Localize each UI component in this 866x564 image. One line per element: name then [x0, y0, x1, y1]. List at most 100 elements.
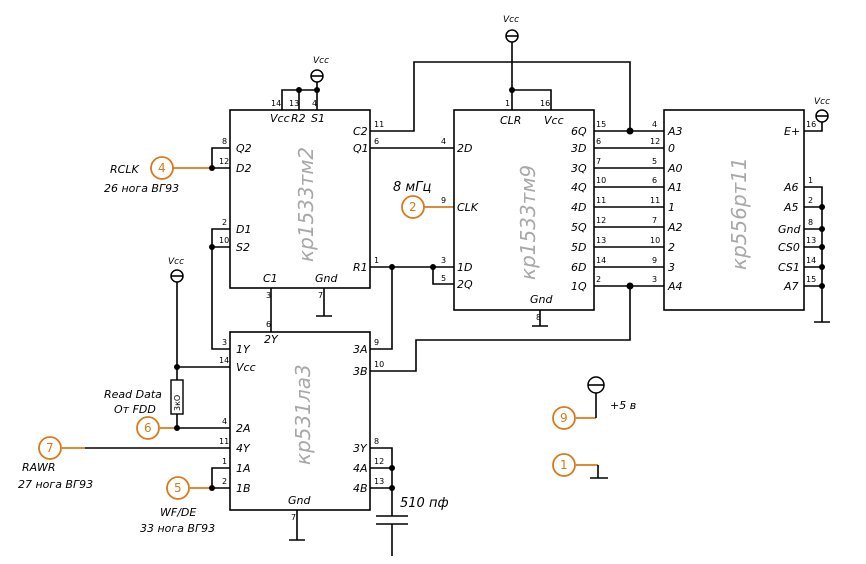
svg-text:8: 8: [536, 313, 541, 322]
svg-text:CLK: CLK: [457, 201, 479, 214]
svg-text:5Q: 5Q: [571, 221, 587, 234]
connector-7: 7: [38, 436, 62, 460]
svg-text:3: 3: [266, 291, 271, 300]
connector-6: 6: [136, 416, 160, 440]
label-rclk: RCLK: [110, 163, 139, 176]
vcc-rt11: Vcc: [814, 97, 830, 123]
svg-text:D1: D1: [236, 223, 251, 236]
svg-text:4: 4: [652, 120, 657, 129]
connector-5: 5: [166, 476, 190, 500]
vcc-label-tm2: Vcc: [313, 56, 329, 66]
svg-text:14: 14: [596, 256, 606, 265]
svg-text:4: 4: [441, 137, 446, 146]
svg-text:9: 9: [652, 256, 657, 265]
svg-text:7: 7: [291, 513, 296, 522]
svg-text:A3: A3: [667, 125, 683, 138]
svg-text:C2: C2: [353, 125, 368, 138]
svg-text:2Y: 2Y: [264, 333, 279, 346]
svg-text:11: 11: [374, 120, 384, 129]
svg-text:14: 14: [806, 256, 816, 265]
svg-text:Q2: Q2: [236, 142, 252, 155]
svg-text:8: 8: [374, 437, 379, 446]
svg-text:4D: 4D: [571, 201, 586, 214]
chip-name-tm2: кр1533тм2: [294, 147, 318, 262]
svg-text:11: 11: [650, 196, 660, 205]
svg-text:2: 2: [222, 477, 227, 486]
svg-text:3Y: 3Y: [353, 442, 368, 455]
connector-1: 1: [552, 453, 576, 477]
svg-text:5D: 5D: [571, 241, 586, 254]
svg-text:C1: C1: [263, 272, 278, 285]
vcc-label-tm9: Vcc: [503, 15, 519, 25]
svg-text:R1: R1: [353, 261, 368, 274]
svg-text:1A: 1A: [236, 462, 251, 475]
svg-text:4: 4: [312, 99, 317, 108]
svg-text:13: 13: [374, 477, 384, 486]
svg-text:6: 6: [374, 137, 379, 146]
svg-text:CLR: CLR: [500, 114, 521, 127]
svg-text:Gnd: Gnd: [778, 223, 801, 236]
svg-text:1Y: 1Y: [236, 343, 251, 356]
svg-text:7: 7: [652, 216, 657, 225]
svg-text:9: 9: [374, 338, 379, 347]
chip-name-rt11: кр556рт11: [727, 157, 751, 270]
svg-text:Gnd: Gnd: [315, 272, 338, 285]
svg-text:1: 1: [505, 99, 510, 108]
svg-text:15: 15: [806, 275, 816, 284]
svg-text:9: 9: [441, 196, 446, 205]
svg-text:12: 12: [219, 157, 229, 166]
svg-text:6: 6: [652, 176, 657, 185]
connector-2: 2: [401, 195, 425, 219]
resistor: 3кО: [170, 379, 184, 415]
svg-text:7: 7: [46, 441, 54, 455]
svg-text:6D: 6D: [571, 261, 586, 274]
svg-text:A7: A7: [783, 280, 799, 293]
svg-text:A0: A0: [667, 162, 683, 175]
svg-text:2A: 2A: [236, 422, 251, 435]
svg-text:16: 16: [540, 99, 550, 108]
svg-text:3: 3: [222, 338, 227, 347]
svg-text:3: 3: [668, 261, 675, 274]
svg-text:Q1: Q1: [353, 142, 369, 155]
svg-text:6Q: 6Q: [571, 125, 587, 138]
svg-text:2: 2: [596, 275, 601, 284]
label-capacitor: 510 пф: [400, 496, 449, 511]
connector-9: 9: [552, 406, 576, 430]
svg-text:2: 2: [222, 218, 227, 227]
svg-text:E+: E+: [784, 125, 800, 138]
svg-text:14: 14: [271, 99, 281, 108]
label-plus5: +5 в: [610, 399, 636, 412]
svg-text:3D: 3D: [571, 142, 586, 155]
svg-text:1: 1: [668, 201, 675, 214]
svg-text:4B: 4B: [353, 482, 368, 495]
chip-name-tm9: кр1533тм9: [516, 165, 540, 280]
svg-text:6: 6: [266, 320, 271, 329]
svg-text:4: 4: [222, 417, 227, 426]
svg-text:16: 16: [806, 120, 816, 129]
connector-4: 4: [150, 156, 174, 180]
chip-name-la3: кр531ла3: [291, 364, 315, 465]
chip-tm2: кр1533тм2 Vcc R2 S1 14 13 4 C2 11 Q1 6 Q…: [219, 99, 384, 300]
svg-text:1: 1: [808, 176, 813, 185]
label-rclk-note: 26 нога ВГ93: [104, 182, 179, 195]
svg-text:4Y: 4Y: [236, 442, 251, 455]
svg-text:D2: D2: [236, 162, 251, 175]
svg-text:10: 10: [596, 176, 606, 185]
svg-text:4: 4: [158, 161, 166, 175]
svg-text:10: 10: [650, 236, 660, 245]
label-read-data: Read Data: [104, 388, 162, 401]
svg-text:1: 1: [222, 457, 227, 466]
svg-text:3B: 3B: [353, 365, 368, 378]
label-rawr: RAWR: [22, 461, 56, 474]
svg-text:10: 10: [374, 360, 384, 369]
vcc-tm2: Vcc: [310, 56, 329, 83]
chip-rt11: кр556рт11 4 A3 12 0 5 A0 6 A1 11 1 7 A2 …: [650, 109, 816, 311]
label-freq: 8 мГц: [393, 180, 431, 195]
svg-text:5: 5: [174, 481, 182, 495]
annotations: RCLK 26 нога ВГ93 8 мГц Read Data От FDD…: [18, 163, 636, 535]
svg-text:15: 15: [596, 120, 606, 129]
svg-text:CS0: CS0: [778, 241, 800, 254]
svg-text:7: 7: [596, 157, 601, 166]
svg-text:12: 12: [596, 216, 606, 225]
